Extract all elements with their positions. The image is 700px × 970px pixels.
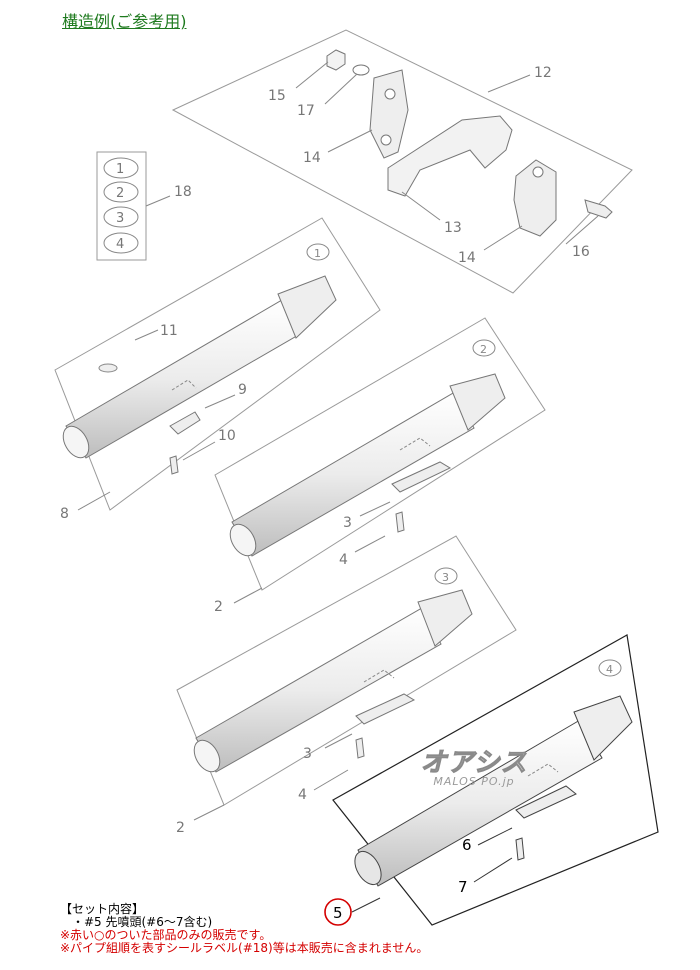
notes-block: 【セット内容】 ・#5 先噴頭(#6〜7含む) ※赤い○のついた部品のみの販売で…	[60, 903, 428, 955]
handle-grip-part	[387, 115, 513, 197]
callout-11: 11	[160, 323, 178, 339]
callout-9: 9	[238, 382, 247, 398]
callout-12: 12	[534, 65, 552, 81]
pipe-1-end	[277, 275, 337, 339]
pipe-3-end	[417, 589, 473, 647]
nozzle-5-frame	[332, 634, 659, 926]
callout-16: 16	[572, 244, 590, 260]
callout-7: 7	[458, 878, 468, 896]
callout-10: 10	[218, 428, 236, 444]
set-contents-heading: 【セット内容】	[60, 902, 145, 916]
callout-3-upper: 3	[343, 515, 352, 531]
pipe-1-frame	[54, 217, 381, 511]
callout-6: 6	[462, 836, 472, 854]
svg-text:3: 3	[442, 571, 449, 584]
callout-4-lower: 4	[298, 787, 307, 803]
screw-part-7	[515, 837, 525, 861]
svg-text:1: 1	[314, 247, 321, 260]
callout-14-lower: 14	[458, 250, 476, 266]
handle-group-frame	[171, 29, 633, 294]
watermark-site: MALOS PO.jp	[433, 775, 515, 788]
clamp-lower-part	[513, 159, 557, 237]
seal-1-on-pipe	[306, 243, 330, 261]
screw-part-4-lower	[355, 737, 365, 759]
highlight-circle-5	[324, 898, 352, 926]
bolt-part	[584, 199, 613, 219]
callout-2-upper: 2	[214, 599, 223, 615]
handle-assembly-group: 15 17 14 13 14 16 12	[171, 29, 633, 294]
callout-18: 18	[174, 184, 192, 200]
seal-2-on-pipe	[472, 339, 496, 357]
callout-13: 13	[444, 220, 462, 236]
seal-label-4: 4	[116, 237, 124, 252]
callout-17: 17	[297, 103, 315, 119]
nozzle-clip-part-9	[169, 411, 201, 435]
watermark: オアシス MALOS PO.jp	[404, 742, 544, 789]
clamp-upper-part	[369, 69, 409, 159]
callout-5: 5	[333, 904, 343, 922]
note-red-1: ※赤い○のついた部品のみの販売です。	[60, 928, 272, 942]
nozzle-clip-part-6	[515, 785, 577, 819]
callout-3-lower: 3	[303, 746, 312, 762]
nozzle-clip-part-3-lower	[355, 693, 416, 725]
watermark-brand: オアシス	[420, 748, 528, 779]
nut-part	[326, 49, 346, 71]
pipe-1-group: 1 11 9 10 8	[54, 217, 381, 522]
svg-text:2: 2	[480, 343, 487, 356]
callout-14-upper: 14	[303, 150, 321, 166]
pipe-2-group: 2 3 4 2	[214, 317, 546, 615]
nozzle-5-group: 4 6 7 5	[324, 634, 659, 926]
callout-8: 8	[60, 506, 69, 522]
pipe-2-end	[449, 373, 506, 431]
seal-3-on-pipe	[434, 567, 458, 585]
screw-part-10	[169, 455, 179, 475]
rivet-part	[98, 363, 118, 373]
seal-label-2: 2	[116, 186, 124, 201]
callout-15: 15	[268, 88, 286, 104]
washer-part	[352, 64, 370, 76]
nozzle-5-end	[573, 695, 633, 761]
set-contents-item: ・#5 先噴頭(#6〜7含む)	[72, 915, 213, 929]
pipe-1-body	[65, 299, 301, 459]
pipe-3-group: 3 3 4 2	[176, 535, 517, 836]
seal-4-on-pipe	[598, 659, 622, 677]
seal-label-group: 1 2 3 4 18	[96, 151, 192, 261]
nozzle-clip-part-3-upper	[391, 461, 452, 493]
svg-text:4: 4	[606, 663, 613, 676]
seal-label-1: 1	[116, 162, 124, 177]
note-red-2: ※パイプ組順を表すシールラベル(#18)等は本販売に含まれません。	[60, 941, 429, 955]
callout-4-upper: 4	[339, 552, 348, 568]
seal-label-3: 3	[116, 211, 124, 226]
screw-part-4-upper	[395, 511, 405, 533]
callout-2-lower: 2	[176, 820, 185, 836]
page-title: 構造例(ご参考用)	[62, 12, 187, 31]
